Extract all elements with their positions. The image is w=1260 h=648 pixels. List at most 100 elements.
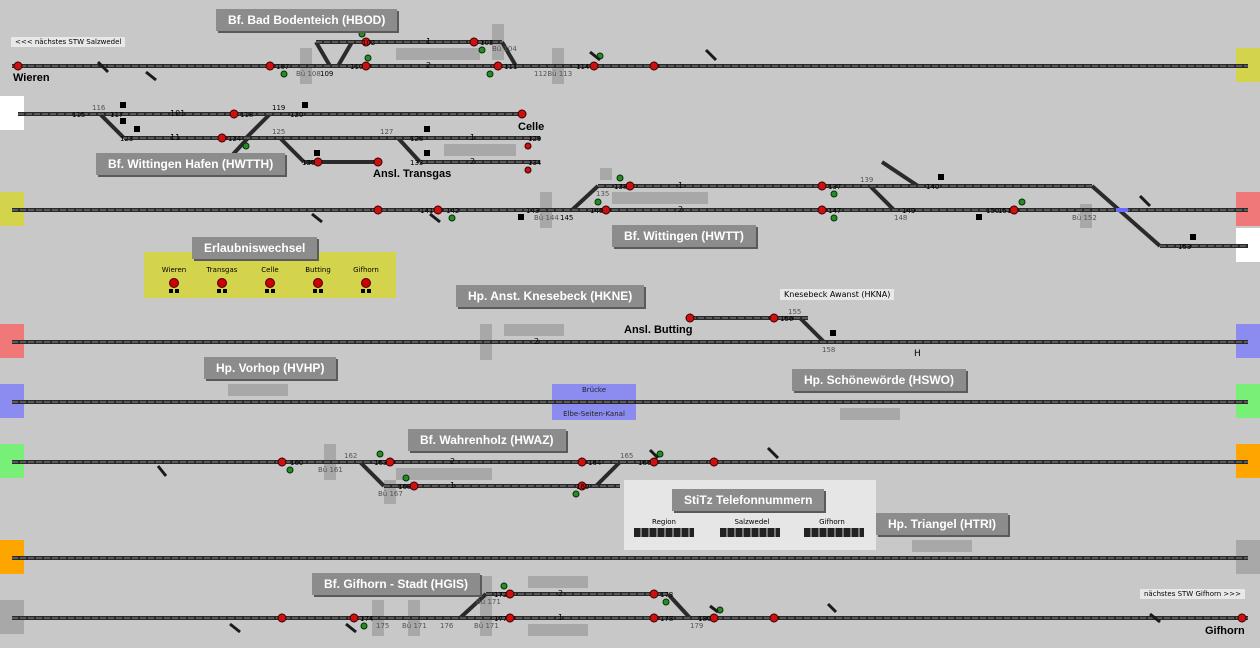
station-hswo[interactable]: Hp. Schönewörde (HSWO): [792, 369, 966, 391]
shunt-signal[interactable]: [976, 214, 982, 220]
shunt-signal[interactable]: [1190, 234, 1196, 240]
signal-160[interactable]: [277, 457, 287, 467]
station-hgis[interactable]: Bf. Gifhorn - Stadt (HGIS): [312, 573, 480, 595]
signal-block[interactable]: [649, 61, 659, 71]
platform: [528, 624, 588, 636]
signal-146[interactable]: [601, 205, 611, 215]
signal-174[interactable]: [349, 613, 359, 623]
signal-block-2[interactable]: [709, 457, 719, 467]
track-switch[interactable]: [396, 136, 422, 164]
erlaubnis-lamp-gifhorn[interactable]: [361, 278, 371, 288]
signal-label: 110: [350, 63, 364, 71]
signal-156[interactable]: [769, 313, 779, 323]
track-switch[interactable]: [880, 160, 920, 188]
track-switch[interactable]: [594, 460, 622, 488]
signal-164[interactable]: [577, 457, 587, 467]
signal-transgas[interactable]: [373, 157, 383, 167]
signal-111[interactable]: [493, 61, 503, 71]
shunt-signal[interactable]: [518, 214, 524, 220]
track-switch[interactable]: [500, 40, 518, 68]
signal-134[interactable]: [524, 166, 532, 174]
signal-177[interactable]: [505, 613, 515, 623]
track-switch[interactable]: [244, 112, 272, 140]
signal-gifhorn[interactable]: [1237, 613, 1247, 623]
shunt-signal[interactable]: [938, 174, 944, 180]
erlaubnis-key[interactable]: [169, 289, 173, 293]
shunt-signal[interactable]: [314, 150, 320, 156]
signal-151[interactable]: [1009, 205, 1019, 215]
signal-celle[interactable]: [517, 109, 527, 119]
signal-142[interactable]: [433, 205, 443, 215]
shunt-signal[interactable]: [830, 330, 836, 336]
signal-129[interactable]: [524, 142, 532, 150]
station-hbod[interactable]: Bf. Bad Bodenteich (HBOD): [216, 9, 398, 31]
track-switch[interactable]: [570, 184, 600, 212]
signal-wittingen-in[interactable]: [373, 205, 383, 215]
track-switch[interactable]: [314, 40, 332, 68]
track-switch[interactable]: [458, 592, 488, 620]
signal-130[interactable]: [313, 157, 323, 167]
signal-107[interactable]: [265, 61, 275, 71]
erlaubnis-key[interactable]: [217, 289, 221, 293]
track-switch[interactable]: [278, 136, 306, 164]
track-switch[interactable]: [336, 40, 354, 68]
station-htri[interactable]: Hp. Triangel (HTRI): [876, 513, 1008, 535]
track-switch[interactable]: [666, 592, 692, 620]
erlaubnis-key[interactable]: [361, 289, 365, 293]
track-switch[interactable]: [1090, 184, 1162, 248]
station-hwaz[interactable]: Bf. Wahrenholz (HWAZ): [408, 429, 566, 451]
shunt-signal[interactable]: [120, 102, 126, 108]
track-switch[interactable]: [358, 460, 386, 488]
signal-173[interactable]: [649, 589, 659, 599]
shunt-signal[interactable]: [424, 150, 430, 156]
signal-163[interactable]: [385, 457, 395, 467]
signal-label: Bü 152: [1072, 214, 1097, 222]
signal-label: 180: [698, 615, 712, 623]
station-hwtt[interactable]: Bf. Wittingen (HWTT): [612, 225, 756, 247]
station-hwtth[interactable]: Bf. Wittingen Hafen (HWTTH): [96, 153, 286, 175]
signal-gif-block-2[interactable]: [769, 613, 779, 623]
erlaubnis-key[interactable]: [367, 289, 371, 293]
erlaubnis-lamp-wieren[interactable]: [169, 278, 179, 288]
signal-label: 174: [360, 615, 374, 623]
erlaubnis-lamp-transgas[interactable]: [217, 278, 227, 288]
station-hvhp[interactable]: Hp. Vorhop (HVHP): [204, 357, 337, 379]
erlaubnis-key[interactable]: [223, 289, 227, 293]
signal-137[interactable]: [817, 181, 827, 191]
erlaubnis-key[interactable]: [271, 289, 275, 293]
shunt-signal[interactable]: [302, 102, 308, 108]
signal-147[interactable]: [817, 205, 827, 215]
shunt-signals: [120, 102, 1196, 336]
signal-180[interactable]: [709, 613, 719, 623]
erlaubnis-lamp-butting[interactable]: [313, 278, 323, 288]
erlaubnis-key[interactable]: [313, 289, 317, 293]
shunt-signal[interactable]: [424, 126, 430, 132]
signal-102[interactable]: [361, 37, 371, 47]
nav-next-stw[interactable]: nächstes STW Gifhorn >>>: [1140, 589, 1246, 599]
signal-178[interactable]: [649, 613, 659, 623]
signal-110[interactable]: [361, 61, 371, 71]
signal-124[interactable]: [217, 133, 227, 143]
signal-166[interactable]: [649, 457, 659, 467]
track-switch[interactable]: [868, 184, 896, 212]
erlaubnis-key[interactable]: [319, 289, 323, 293]
signal-wieren[interactable]: [13, 61, 23, 71]
shunt-signal[interactable]: [120, 118, 126, 124]
erlaubnis-key[interactable]: [175, 289, 179, 293]
shunt-signal[interactable]: [134, 126, 140, 132]
signal-114[interactable]: [589, 61, 599, 71]
signal-138[interactable]: [625, 181, 635, 191]
signal-169[interactable]: [577, 481, 587, 491]
signal-gif-block[interactable]: [277, 613, 287, 623]
signal-168[interactable]: [409, 481, 419, 491]
erlaubnis-lamp-celle[interactable]: [265, 278, 275, 288]
signal-172[interactable]: [505, 589, 515, 599]
nav-prev-stw[interactable]: <<< nächstes STW Salzwedel: [11, 37, 126, 47]
track-switch[interactable]: [98, 112, 126, 140]
station-hkne[interactable]: Hp. Anst. Knesebeck (HKNE): [456, 285, 645, 307]
track-switch[interactable]: [798, 316, 826, 344]
signal-118[interactable]: [229, 109, 239, 119]
signal-butting[interactable]: [685, 313, 695, 323]
signal-103[interactable]: [469, 37, 479, 47]
erlaubnis-key[interactable]: [265, 289, 269, 293]
